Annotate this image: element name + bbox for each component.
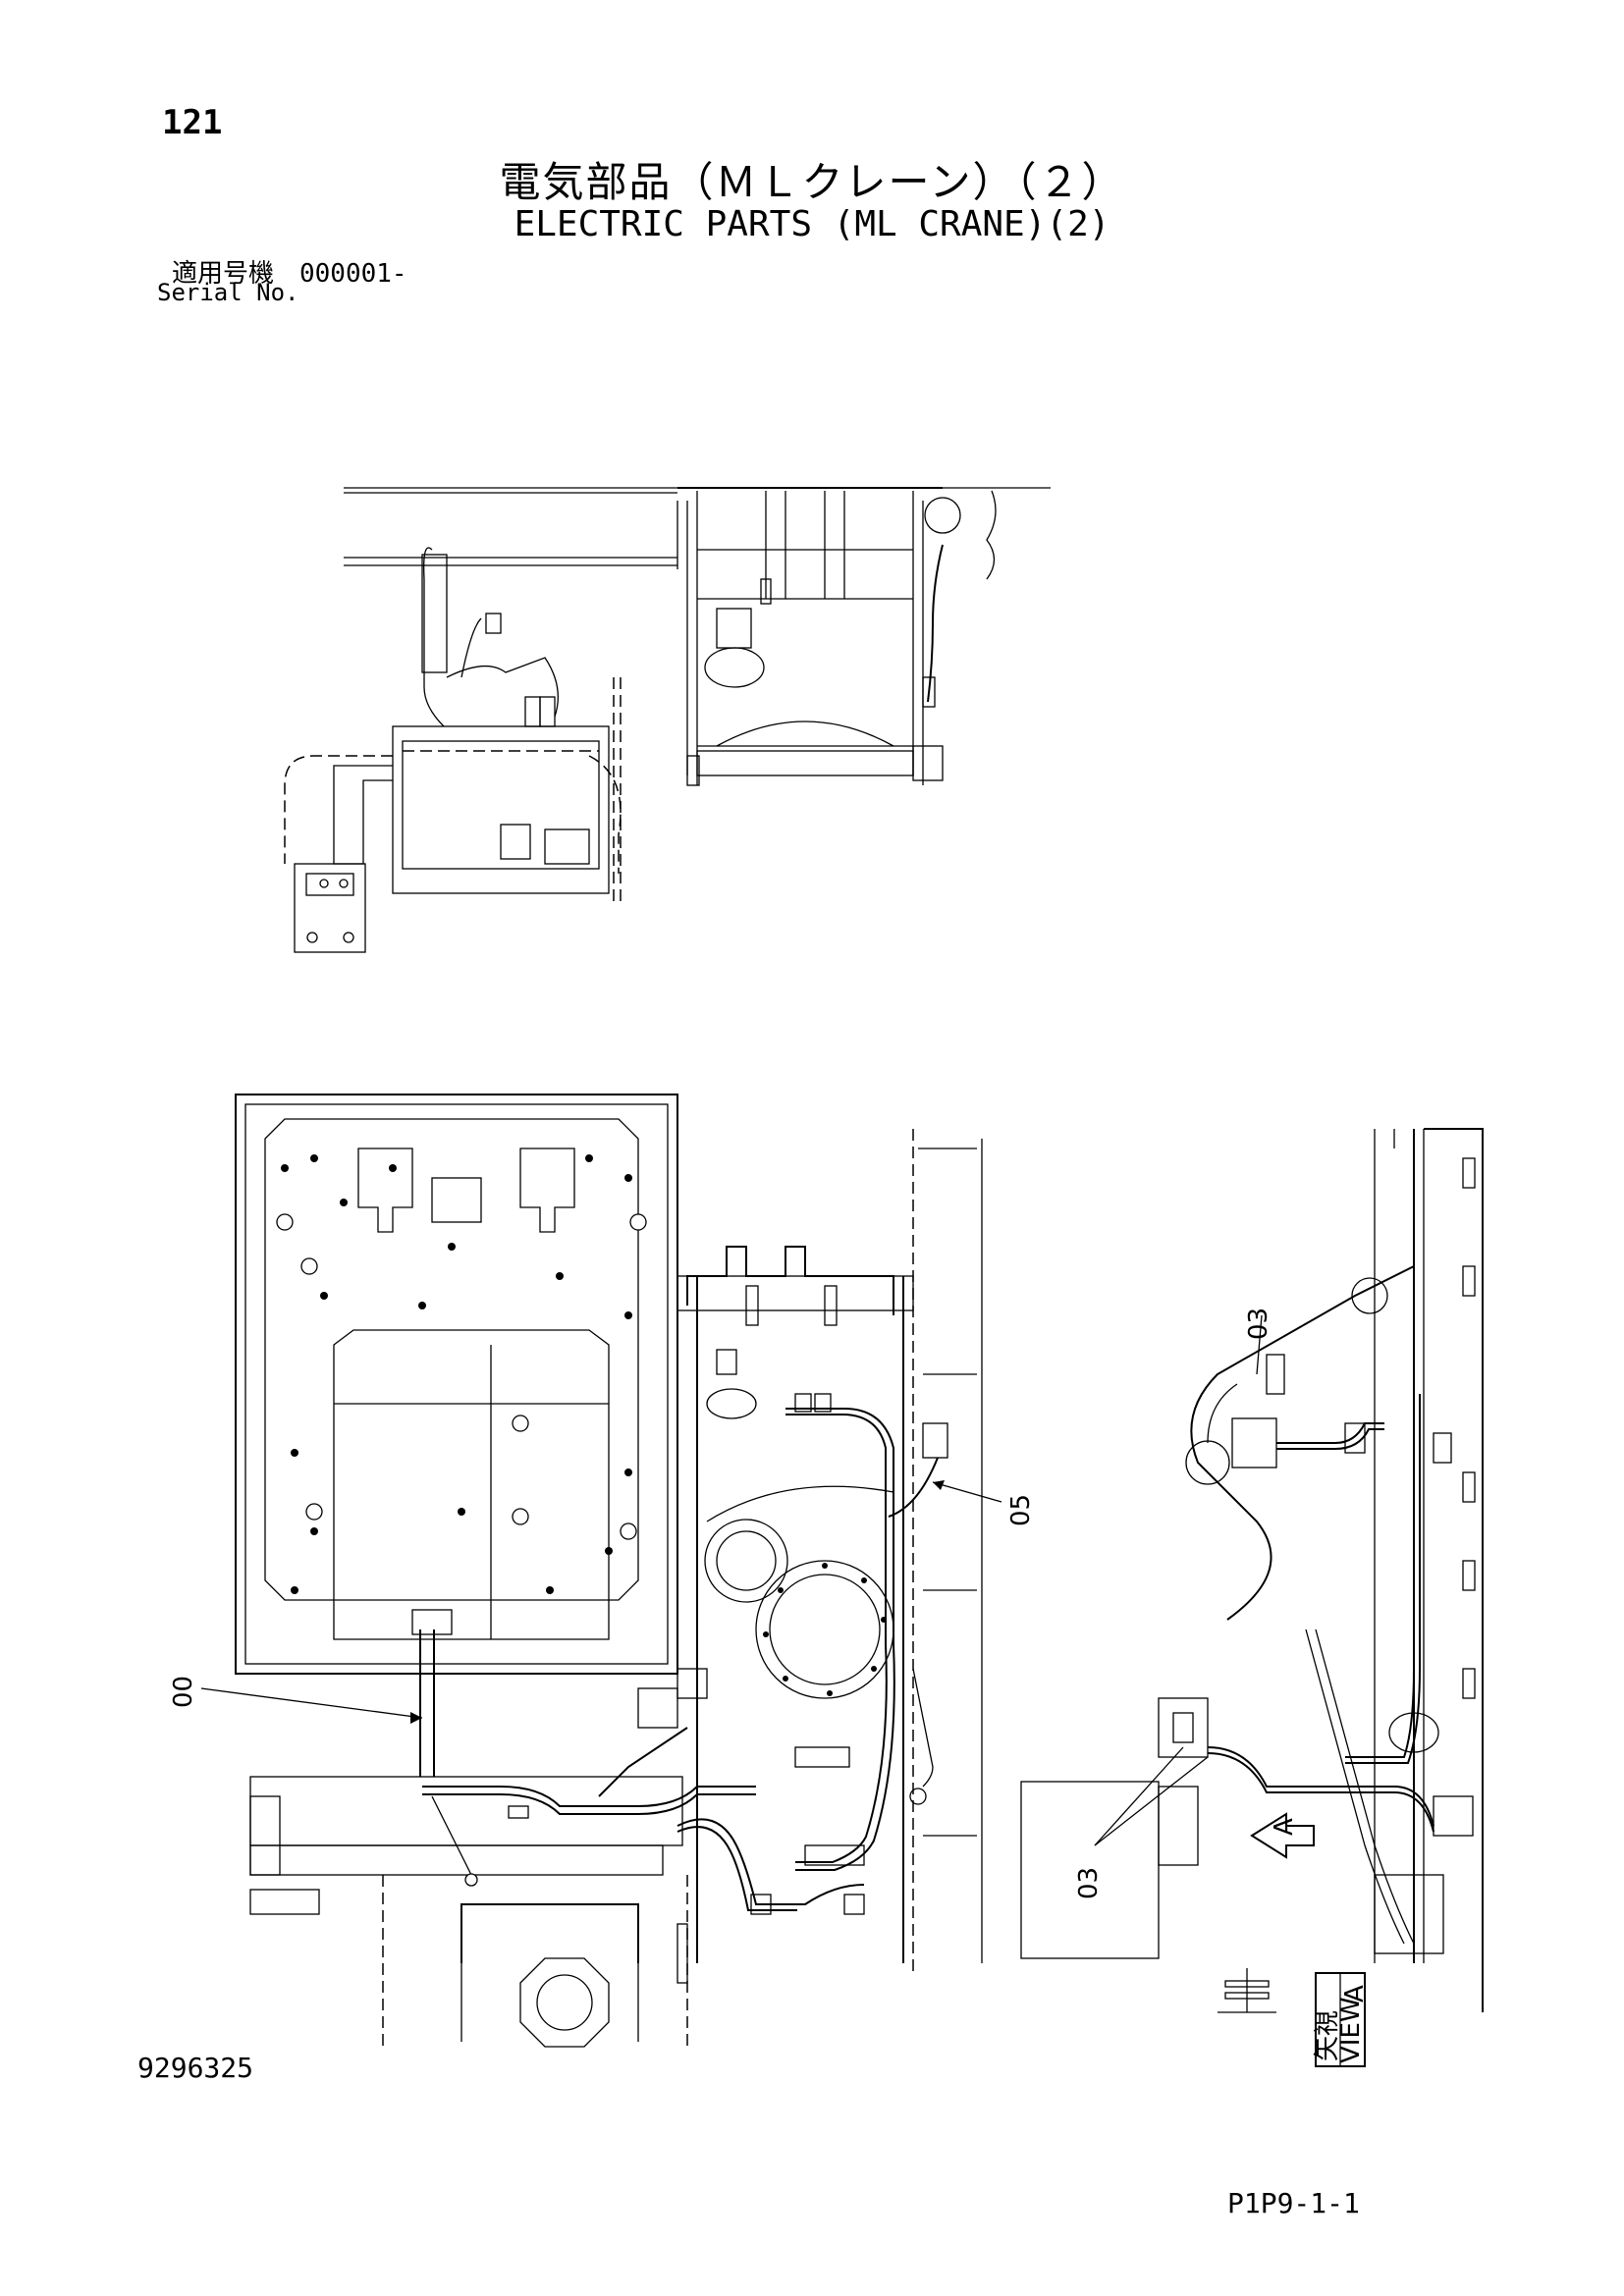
callout-05: 05 bbox=[1006, 1494, 1036, 1526]
page-title-english: ELECTRIC PARTS (ML CRANE)(2) bbox=[514, 204, 1110, 244]
center-frame-drawing bbox=[598, 1129, 983, 1973]
view-label-box: A 矢視 VIEW bbox=[1313, 1972, 1370, 2067]
main-frame-drawing bbox=[235, 1094, 756, 2052]
view-arrow-letter: A bbox=[1270, 1818, 1299, 1836]
view-box-letter: A bbox=[1340, 1985, 1370, 2002]
page-reference: P1P9-1-1 bbox=[1227, 2187, 1360, 2219]
callout-leaders bbox=[200, 1314, 1263, 1846]
view-a-drawing bbox=[1020, 1128, 1484, 2013]
page-title-japanese: 電気部品（ＭＬクレーン）（２） bbox=[499, 158, 1125, 206]
serial-label-japanese: 適用号機 000001- bbox=[172, 259, 407, 289]
serial-label-english: Serial No. bbox=[157, 279, 299, 306]
page-number: 121 bbox=[162, 103, 223, 142]
view-arrow-icon: A bbox=[1250, 1812, 1315, 1859]
top-detail-drawing bbox=[284, 487, 1051, 953]
callout-03-bottom: 03 bbox=[1074, 1867, 1104, 1899]
callout-00: 00 bbox=[169, 1676, 198, 1708]
view-box-kanji: 矢視 bbox=[1313, 2010, 1342, 2061]
view-box-word: VIEW bbox=[1336, 1997, 1366, 2063]
callout-03-top: 03 bbox=[1244, 1308, 1273, 1340]
document-number: 9296325 bbox=[137, 2052, 254, 2084]
